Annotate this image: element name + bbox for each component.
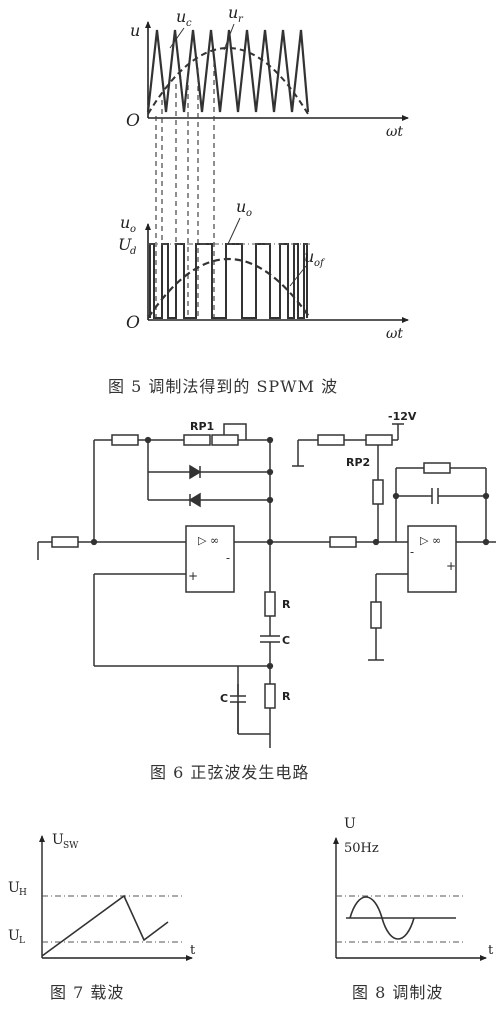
fig5-uc-leader	[169, 27, 185, 49]
fig5-carrier-wave	[146, 29, 310, 113]
fig5-uc-label: u	[176, 7, 186, 26]
fig6-rp1-resistor	[183, 434, 211, 446]
fig5-fundamental-wave	[147, 257, 311, 319]
fig7-sawtooth	[41, 894, 169, 957]
fig8-caption: 图 8 调制波	[352, 983, 443, 1002]
fig7-carrier: U SW U H U L t 图 7 载波	[8, 832, 196, 1002]
fig6-r-shunt	[264, 683, 276, 709]
fig8-sine-wave	[349, 896, 415, 940]
fig5-origin-top: O	[126, 111, 140, 131]
fig6-input-resistor	[51, 536, 79, 548]
fig5-uof-leader	[289, 265, 307, 287]
fig5-output-pulses	[149, 243, 308, 319]
fig7-y-sub: SW	[63, 841, 79, 851]
fig6-rp1-wiper	[223, 423, 247, 440]
fig5-uo-axis-sub: o	[130, 224, 136, 235]
fig7-ul-sub: L	[19, 936, 25, 946]
fig6-opamp1-symbol: ▷ ∞	[198, 534, 219, 547]
fig5-x-label-top: ωt	[386, 124, 403, 140]
fig6-c-shunt-label: C	[220, 692, 228, 705]
fig5-origin-bottom: O	[126, 313, 140, 333]
fig5-ud-sub: d	[130, 246, 136, 257]
fig6-c-series-label: C	[282, 634, 290, 647]
fig5-caption: 图 5 调制法得到的 SPWM 波	[108, 377, 338, 396]
fig6-bias-resistor	[372, 479, 384, 505]
fig6-r-series	[264, 591, 276, 617]
fig5-u-axis-label: u	[130, 21, 140, 40]
fig6-opamp2-symbol: ▷ ∞	[420, 534, 441, 547]
fig8-modulation: U 50Hz t 图 8 调制波	[333, 816, 494, 1002]
fig6-labels: RP1 RP2 -12V R C C R ▷ ∞ - + ▷ ∞ - + 图 6…	[150, 410, 456, 782]
fig6-feedback-resistor	[111, 434, 139, 446]
fig7-uh-sub: H	[19, 888, 27, 898]
fig6-rp1-label: RP1	[190, 420, 214, 433]
fig5-ud-label: U	[118, 235, 132, 254]
fig6-r-shunt-label: R	[282, 690, 291, 703]
fig6-rp2-pot	[365, 434, 393, 446]
fig7-ul-label: U	[8, 928, 20, 944]
fig6-sine-circuit	[37, 423, 496, 748]
fig6-opamp2-minus: -	[410, 545, 414, 559]
fig6-input-resistor-2	[370, 601, 382, 629]
fig6-opamp1-plus: +	[188, 569, 198, 583]
fig5-reference-sine	[147, 47, 309, 115]
fig5-ur-leader	[223, 23, 235, 51]
fig6-diode-2	[188, 492, 201, 508]
fig7-uh-label: U	[8, 880, 20, 896]
fig5-uc-sub: c	[186, 18, 192, 29]
fig6-r-series-label: R	[282, 598, 291, 611]
fig6-supply-label: -12V	[388, 410, 417, 423]
fig8-y-label: U	[344, 816, 356, 832]
fig5-uo-sub: o	[246, 208, 252, 219]
fig5-uof-sub: of	[314, 258, 326, 269]
fig6-opamp1-minus: -	[226, 551, 230, 565]
fig6-opamp-2	[407, 525, 457, 593]
fig6-divider-resistor	[317, 434, 345, 446]
fig5-uo-leader	[227, 217, 241, 245]
fig6-opamp2-plus: +	[446, 559, 456, 573]
fig7-caption: 图 7 载波	[50, 983, 124, 1002]
fig6-caption: 图 6 正弦波发生电路	[150, 763, 309, 782]
fig6-diode-1	[189, 464, 202, 480]
fig5-ur-sub: r	[238, 14, 244, 25]
fig5-spwm: u u c u r O ωt u o U d u o u of O ωt 图 5…	[108, 3, 409, 396]
fig5-uo-axis-label: u	[120, 213, 130, 232]
fig6-rp1-pot	[211, 434, 239, 446]
fig6-rp2-label: RP2	[346, 456, 370, 469]
fig6-coupling-resistor	[329, 536, 357, 548]
fig5-ur-label: u	[228, 3, 238, 22]
fig5-uo-label: u	[236, 197, 246, 216]
fig6-opamp-1	[185, 525, 235, 593]
fig5-x-label-bottom: ωt	[386, 326, 403, 342]
fig8-freq-label: 50Hz	[344, 841, 379, 856]
fig7-t-label: t	[190, 943, 196, 958]
fig7-y-label: U	[52, 832, 64, 848]
fig8-t-label: t	[488, 943, 494, 958]
fig5-uof-label: u	[304, 247, 314, 266]
fig6-feedback-resistor-2	[423, 462, 451, 474]
